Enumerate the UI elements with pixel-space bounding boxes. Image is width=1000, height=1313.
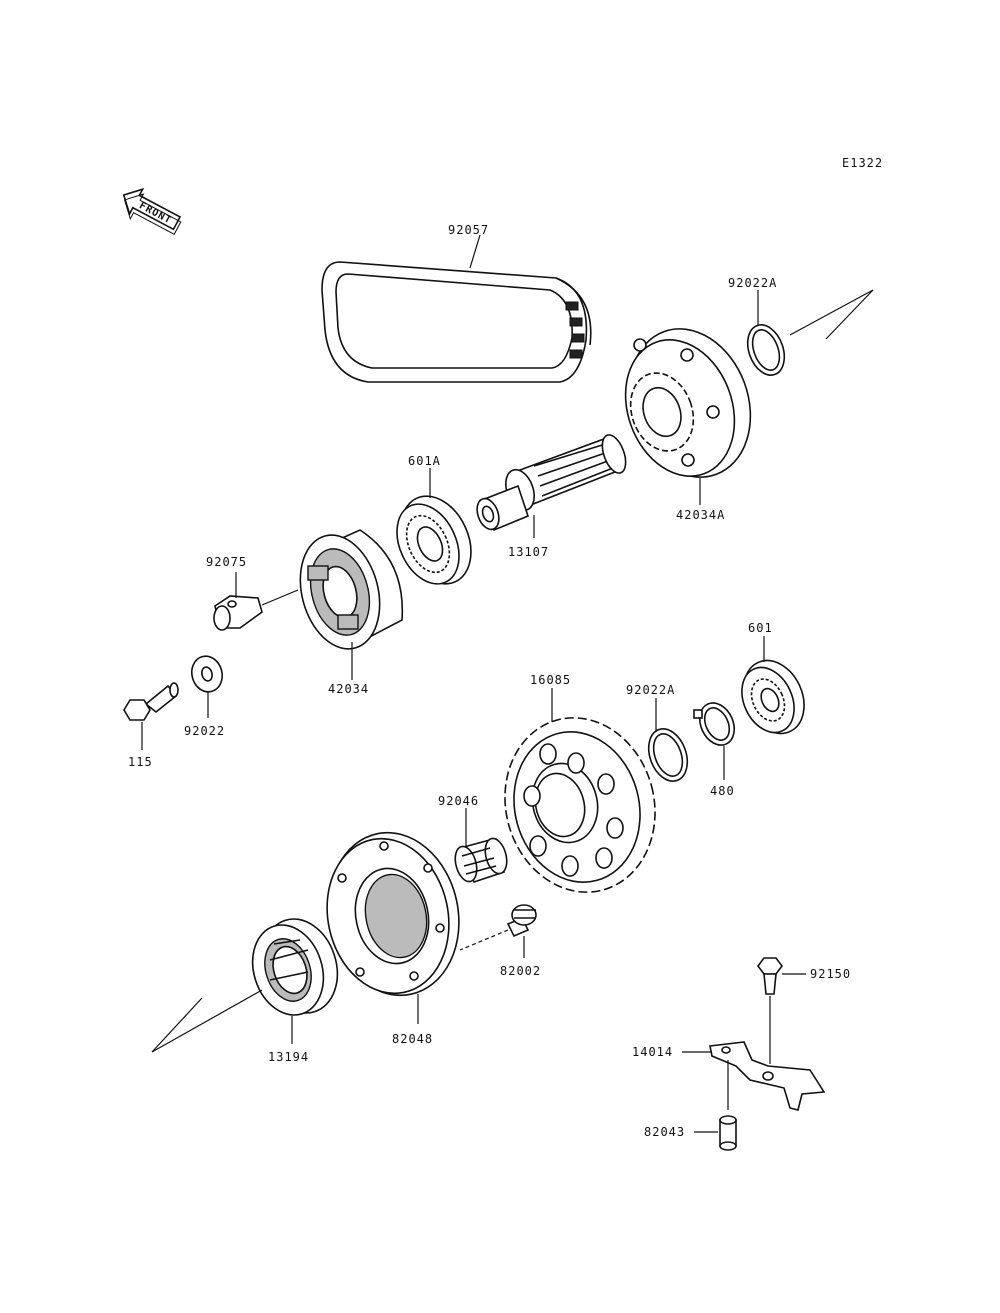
front-arrow-icon: FRONT [122, 187, 182, 235]
label-115: 115 [128, 755, 153, 769]
axis-pointer-bottom [151, 989, 263, 1053]
bolt-115 [123, 682, 179, 721]
axis-82002 [459, 929, 509, 951]
label-601: 601 [748, 621, 773, 635]
label-480: 480 [710, 784, 735, 798]
leader-92057 [469, 234, 481, 269]
label-16085: 16085 [530, 673, 571, 687]
diagram-code: E1322 [842, 156, 883, 170]
label-82043: 82043 [644, 1125, 685, 1139]
label-82048: 82048 [392, 1032, 433, 1046]
screw-82002 [506, 904, 537, 938]
label-13107: 13107 [508, 545, 549, 559]
label-13194: 13194 [268, 1050, 309, 1064]
splined-shaft-13107 [476, 434, 627, 532]
spacer-82043 [719, 1115, 737, 1151]
drive-chain-92057 [321, 261, 592, 383]
label-92150: 92150 [810, 967, 851, 981]
label-42034: 42034 [328, 682, 369, 696]
label-601a: 601A [408, 454, 441, 468]
snap-ring-92022a-top [746, 324, 786, 376]
clutch-outer-13194 [251, 918, 339, 1016]
label-14014: 14014 [632, 1045, 673, 1059]
label-92022a-top: 92022A [728, 276, 777, 290]
needle-bearing-92046 [454, 837, 508, 883]
label-42034a: 42034A [676, 508, 725, 522]
bearing-601 [741, 659, 805, 735]
flange-82048 [326, 831, 460, 997]
sprocket-hub-42034a [624, 328, 752, 478]
circlip-480 [693, 702, 736, 746]
roller-cap-92075 [213, 595, 263, 631]
label-92046: 92046 [438, 794, 479, 808]
label-92022: 92022 [184, 724, 225, 738]
label-92057: 92057 [448, 223, 489, 237]
label-92022a-mid: 92022A [626, 683, 675, 697]
label-82002: 82002 [500, 964, 541, 978]
axis-pointer-top [789, 289, 874, 340]
axis-92075 [261, 589, 299, 606]
bearing-601a [396, 495, 472, 585]
bracket-14014 [709, 1041, 826, 1111]
washer-92022 [190, 655, 224, 693]
clutch-body-42034 [299, 529, 404, 650]
label-92075: 92075 [206, 555, 247, 569]
gear-16085 [504, 717, 656, 893]
bolt-92150 [757, 957, 783, 995]
snap-ring-92022a-mid [647, 728, 689, 782]
